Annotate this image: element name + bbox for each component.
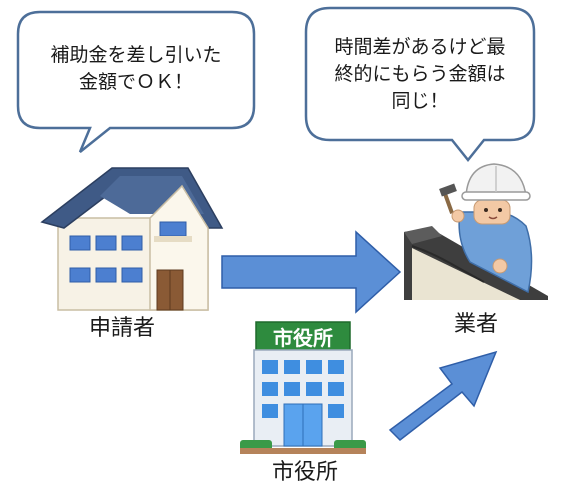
applicant-label: 申請者 [88,316,155,341]
city-hall-icon [240,321,366,454]
worker-icon [404,163,548,300]
arrow-right-icon [221,230,402,314]
contractor-speech-text: 時間差があるけど最 終的にもらう金額は 同じ！ [334,36,506,112]
city-hall-label: 市役所 [271,460,338,485]
applicant-speech-bubble [16,10,256,153]
applicant-speech-text: 補助金を差し引いた 金額でＯＫ！ [50,44,222,93]
contractor-speech-bubble [304,6,536,163]
contractor-label: 業者 [453,312,498,337]
house-icon [40,167,224,311]
city-hall-sign-text: 市役所 [273,326,333,350]
arrow-diagonal-icon [388,350,498,441]
